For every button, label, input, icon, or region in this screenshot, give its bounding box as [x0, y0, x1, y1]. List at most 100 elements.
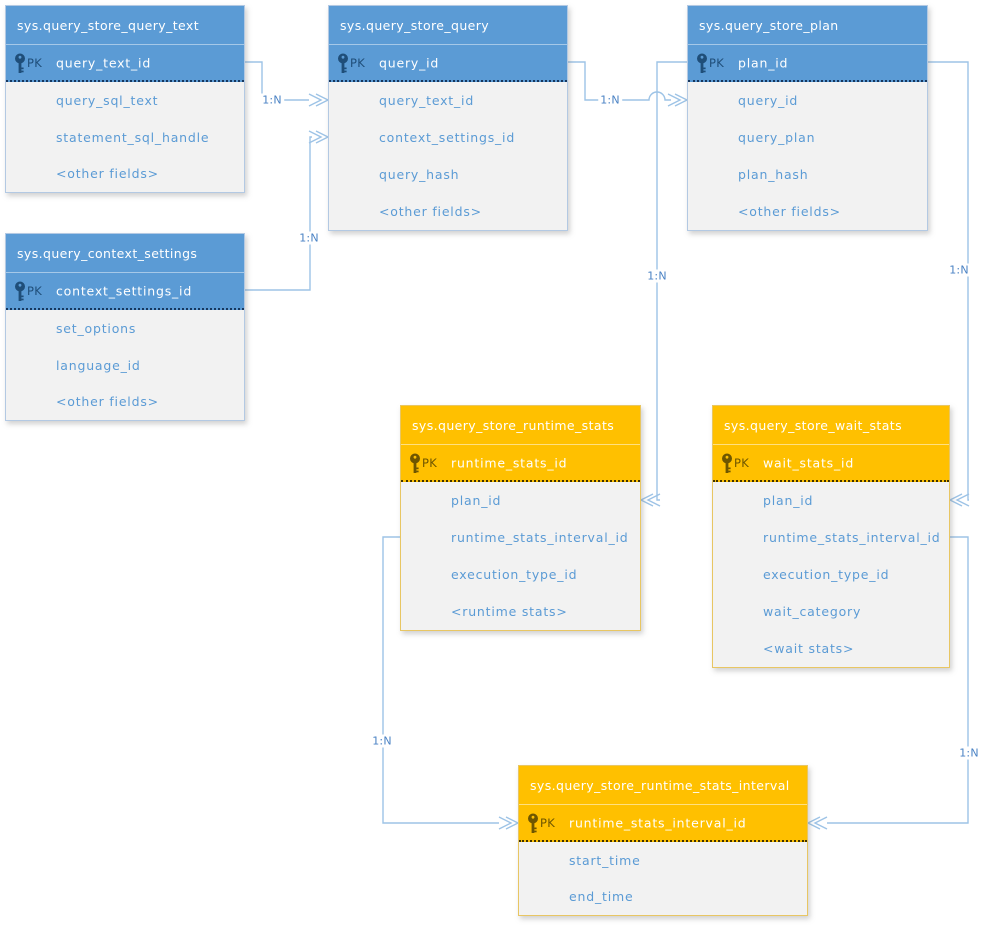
pk-badge: PK [422, 455, 438, 470]
field-row: plan_id [713, 482, 949, 519]
field-name: <other fields> [56, 166, 159, 182]
field-row: query_id [688, 82, 927, 119]
field-row: language_id [6, 347, 244, 384]
cardinality-label: 1:N [957, 746, 981, 760]
pk-row: PK context_settings_id [6, 272, 244, 310]
field-name: <runtime stats> [451, 604, 568, 619]
field-name: query_sql_text [56, 92, 159, 108]
field-list: query_sql_text statement_sql_handle <oth… [6, 82, 244, 192]
pk-badge: PK [27, 55, 43, 70]
field-name: plan_hash [738, 167, 809, 182]
field-row: context_settings_id [329, 119, 567, 156]
relationship-line [245, 136, 312, 291]
pk-field-name: query_id [379, 55, 440, 70]
field-row: <wait stats> [713, 630, 949, 667]
pk-field-name: plan_id [738, 55, 789, 70]
primary-key-icon [338, 53, 348, 73]
field-row: plan_hash [688, 156, 927, 193]
pk-row: PK runtime_stats_id [401, 444, 640, 482]
field-name: query_hash [379, 167, 460, 182]
table-sys-query-store-runtime-stats[interactable]: sys.query_store_runtime_stats PK runtime… [400, 405, 641, 631]
table-sys-query-store-query-text[interactable]: sys.query_store_query_text PK query_text… [5, 5, 245, 193]
table-sys-query-context-settings[interactable]: sys.query_context_settings PK context_se… [5, 233, 245, 421]
field-list: start_time end_time [519, 842, 807, 915]
field-name: <other fields> [738, 204, 841, 219]
field-row: <other fields> [6, 383, 244, 420]
arrowhead-icon [308, 130, 330, 144]
pk-field-name: context_settings_id [56, 283, 193, 298]
field-name: execution_type_id [763, 567, 890, 582]
table-title: sys.query_store_runtime_stats [401, 406, 640, 444]
arrowhead-icon [806, 816, 828, 830]
field-name: end_time [569, 889, 634, 905]
arrowhead-icon [948, 493, 970, 507]
field-row: <other fields> [688, 193, 927, 230]
field-name: wait_category [763, 604, 862, 619]
field-row: start_time [519, 842, 807, 879]
arrowhead-icon [639, 493, 661, 507]
field-name: language_id [56, 357, 141, 373]
field-row: query_hash [329, 156, 567, 193]
primary-key-icon [410, 453, 420, 473]
pk-badge: PK [350, 55, 366, 70]
arrowhead-icon [498, 816, 520, 830]
cardinality-label: 1:N [260, 93, 284, 107]
pk-field-name: runtime_stats_id [451, 455, 568, 470]
primary-key-icon [697, 53, 707, 73]
pk-field-name: query_text_id [56, 55, 152, 70]
field-name: <other fields> [56, 394, 159, 410]
field-row: query_plan [688, 119, 927, 156]
field-row: query_sql_text [6, 82, 244, 119]
cardinality-label: 1:N [598, 93, 622, 107]
field-row: query_text_id [329, 82, 567, 119]
field-row: <runtime stats> [401, 593, 640, 630]
primary-key-icon [15, 53, 25, 73]
field-name: start_time [569, 852, 641, 868]
primary-key-icon [15, 281, 25, 301]
field-name: query_text_id [379, 93, 475, 108]
cardinality-label: 1:N [370, 734, 394, 748]
table-title: sys.query_store_plan [688, 6, 927, 44]
cardinality-label: 1:N [297, 231, 321, 245]
field-list: plan_id runtime_stats_interval_id execut… [401, 482, 640, 630]
pk-field-name: wait_stats_id [763, 455, 855, 470]
field-row: end_time [519, 879, 807, 916]
pk-row: PK query_id [329, 44, 567, 82]
arrowhead-icon [667, 93, 689, 107]
primary-key-icon [528, 813, 538, 833]
field-list: query_text_id context_settings_id query_… [329, 82, 567, 230]
field-name: set_options [56, 320, 137, 336]
pk-badge: PK [734, 455, 750, 470]
pk-row: PK runtime_stats_interval_id [519, 804, 807, 842]
field-row: execution_type_id [713, 556, 949, 593]
table-title: sys.query_context_settings [6, 234, 244, 272]
table-sys-query-store-runtime-stats-interval[interactable]: sys.query_store_runtime_stats_interval P… [518, 765, 808, 916]
table-sys-query-store-wait-stats[interactable]: sys.query_store_wait_stats PK wait_stats… [712, 405, 950, 668]
field-name: runtime_stats_interval_id [451, 530, 629, 545]
field-row: <other fields> [6, 155, 244, 192]
pk-badge: PK [27, 283, 43, 298]
pk-row: PK wait_stats_id [713, 444, 949, 482]
field-name: plan_id [451, 493, 502, 508]
field-row: set_options [6, 310, 244, 347]
pk-badge: PK [540, 815, 556, 830]
pk-field-name: runtime_stats_interval_id [569, 815, 747, 830]
field-list: query_id query_plan plan_hash <other fie… [688, 82, 927, 230]
pk-badge: PK [709, 55, 725, 70]
field-list: plan_id runtime_stats_interval_id execut… [713, 482, 949, 667]
field-name: context_settings_id [379, 130, 516, 145]
pk-row: PK plan_id [688, 44, 927, 82]
table-title: sys.query_store_runtime_stats_interval [519, 766, 807, 804]
field-list: set_options language_id <other fields> [6, 310, 244, 420]
field-name: <other fields> [379, 204, 482, 219]
field-row: wait_category [713, 593, 949, 630]
table-title: sys.query_store_query_text [6, 6, 244, 44]
table-sys-query-store-plan[interactable]: sys.query_store_plan PK plan_id query_id… [687, 5, 928, 231]
table-title: sys.query_store_query [329, 6, 567, 44]
pk-row: PK query_text_id [6, 44, 244, 82]
table-sys-query-store-query[interactable]: sys.query_store_query PK query_id query_… [328, 5, 568, 231]
field-row: plan_id [401, 482, 640, 519]
field-name: query_plan [738, 130, 816, 145]
cardinality-label: 1:N [947, 263, 971, 277]
